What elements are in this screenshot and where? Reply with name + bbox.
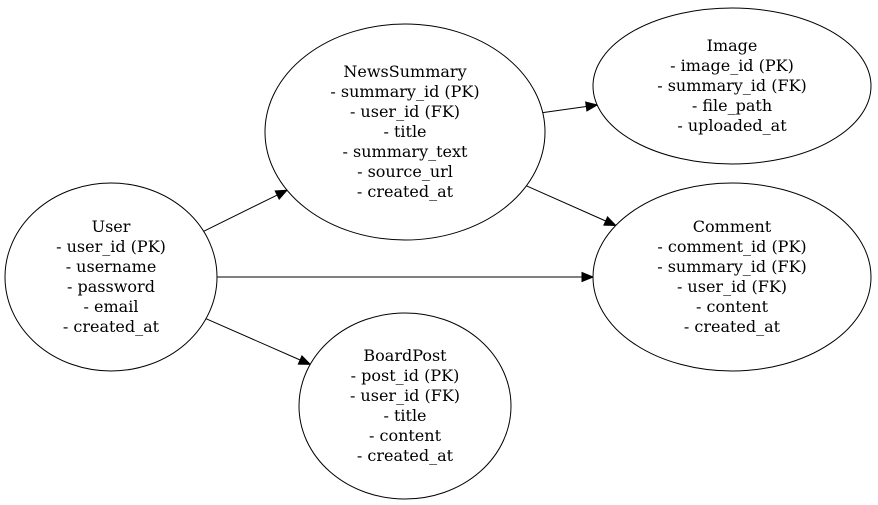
edge-user-to-newssummary	[203, 189, 289, 232]
entity-comment: Comment- comment_id (PK)- summary_id (FK…	[592, 182, 872, 372]
entity-field: - user_id (FK)	[350, 102, 460, 121]
entity-title: NewsSummary	[343, 62, 466, 81]
entity-field: - summary_id (FK)	[657, 257, 807, 276]
entity-title: Comment	[693, 217, 772, 236]
entity-field: - title	[383, 122, 426, 141]
entity-field: - title	[383, 406, 426, 425]
entity-newssummary-ellipse	[264, 23, 546, 241]
entity-field: - content	[369, 426, 442, 445]
arrowhead-icon	[297, 354, 312, 365]
entity-user: User- user_id (PK)- username- password- …	[4, 182, 218, 372]
edge-newssummary-to-image	[542, 101, 599, 114]
entity-field: - created_at	[357, 446, 454, 465]
edge-user-to-boardpost	[205, 318, 312, 365]
entity-user-ellipse	[4, 182, 218, 372]
entity-field: - summary_text	[343, 142, 469, 161]
entity-field: - file_path	[692, 96, 772, 115]
entity-field: - comment_id (PK)	[657, 237, 806, 256]
entity-field: - content	[696, 297, 769, 316]
entity-image-ellipse	[592, 7, 872, 165]
arrowhead-icon	[274, 189, 289, 200]
entity-field: - summary_id (FK)	[657, 76, 807, 95]
edge-line	[526, 185, 606, 222]
entity-field: - email	[84, 297, 139, 316]
entity-field: - username	[66, 257, 157, 276]
entity-field: - source_url	[357, 162, 453, 181]
entity-field: - user_id (FK)	[677, 277, 787, 296]
edge-line	[203, 194, 278, 232]
entity-boardpost: BoardPost- post_id (PK)- user_id (FK)- t…	[298, 312, 512, 500]
arrowhead-icon	[585, 101, 599, 112]
entity-field: - user_id (FK)	[350, 386, 460, 405]
entity-image: Image- image_id (PK)- summary_id (FK)- f…	[592, 7, 872, 165]
entity-field: - password	[67, 277, 155, 296]
entity-boardpost-ellipse	[298, 312, 512, 500]
entity-field: - image_id (PK)	[670, 56, 794, 75]
entity-field: - uploaded_at	[677, 116, 787, 135]
entity-field: - summary_id (PK)	[330, 82, 479, 101]
arrowhead-icon	[581, 271, 595, 283]
entity-comment-ellipse	[592, 182, 872, 372]
entity-title: Image	[707, 36, 758, 55]
entity-field: - user_id (PK)	[56, 237, 166, 256]
entity-field: - created_at	[63, 317, 160, 336]
entity-field: - created_at	[357, 182, 454, 201]
edge-line	[542, 106, 587, 114]
entity-field: - created_at	[684, 317, 781, 336]
entity-title: User	[92, 217, 131, 236]
entity-title: BoardPost	[363, 346, 447, 365]
entity-newssummary: NewsSummary- summary_id (PK)- user_id (F…	[264, 23, 546, 241]
arrowhead-icon	[603, 216, 617, 226]
entity-field: - post_id (PK)	[351, 366, 460, 385]
edge-line	[205, 318, 301, 361]
edges-layer	[203, 101, 617, 365]
edge-newssummary-to-comment	[526, 185, 617, 226]
nodes-layer: User- user_id (PK)- username- password- …	[4, 7, 872, 500]
edge-user-to-comment	[217, 271, 595, 283]
